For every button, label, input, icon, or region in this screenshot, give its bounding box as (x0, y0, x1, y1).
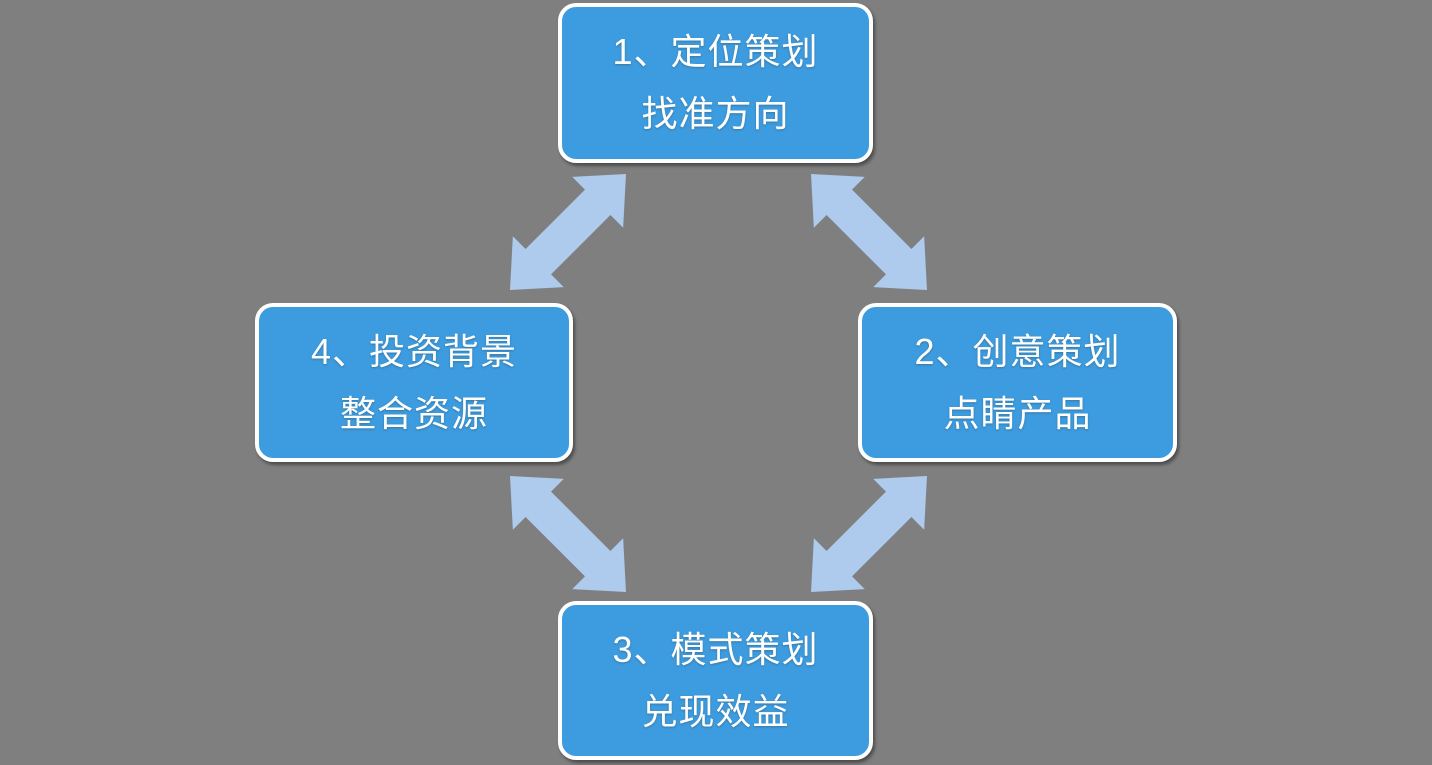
node-3-model: 3、模式策划 兑现效益 (558, 601, 873, 760)
node-3-title: 3、模式策划 (612, 628, 819, 670)
double-arrow-shape (510, 476, 626, 592)
double-arrow-shape (811, 174, 927, 290)
node-2-title: 2、创意策划 (914, 330, 1121, 372)
double-arrow-icon (510, 174, 626, 290)
node-4-investment: 4、投资背景 整合资源 (255, 303, 573, 462)
double-arrow-shape (811, 476, 927, 592)
node-2-creativity: 2、创意策划 点睛产品 (858, 303, 1177, 462)
node-4-title: 4、投资背景 (310, 330, 518, 372)
double-arrow-icon (811, 476, 927, 592)
double-arrow-shape (510, 174, 626, 290)
node-1-positioning: 1、定位策划 找准方向 (558, 3, 873, 163)
double-arrow-icon (811, 174, 927, 290)
node-1-title: 1、定位策划 (612, 31, 819, 72)
double-arrow-icon (510, 476, 626, 592)
node-1-subtitle: 找准方向 (641, 93, 790, 134)
node-3-subtitle: 兑现效益 (641, 690, 790, 732)
node-4-subtitle: 整合资源 (339, 392, 488, 434)
node-2-subtitle: 点睛产品 (943, 392, 1092, 434)
